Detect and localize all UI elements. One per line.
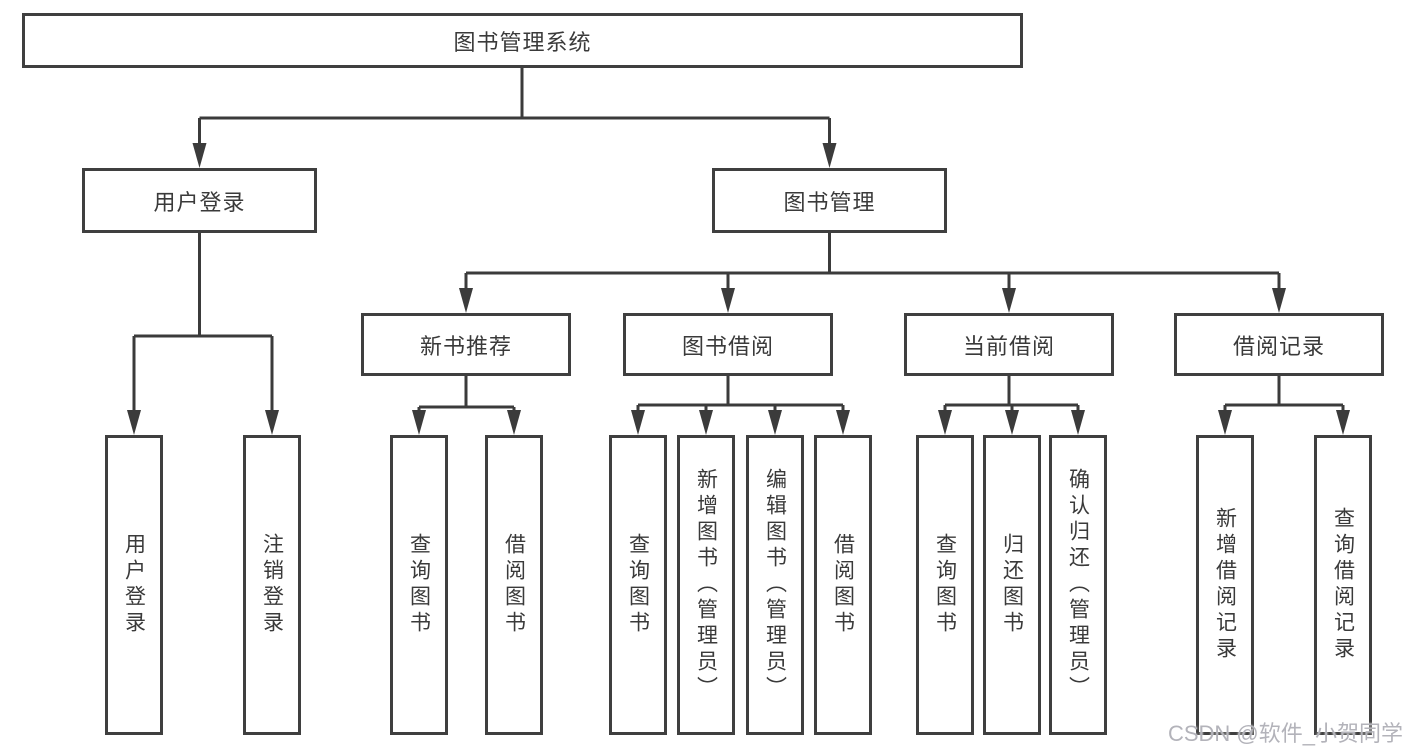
leaf-current-return-books: 归还图书 — [983, 435, 1041, 735]
leaf-record-add-record: 新增借阅记录 — [1196, 435, 1254, 735]
node-new-book-recommend-label: 新书推荐 — [419, 333, 512, 359]
leaf-current-query-books: 查询图书 — [916, 435, 974, 735]
leaf-current-confirm-return-admin: 确认归还（管理员） — [1049, 435, 1107, 735]
leaf-current-confirm-return-admin-label: 确认归还（管理员） — [1066, 468, 1090, 702]
leaf-borrow-add-books-admin-label: 新增图书（管理员） — [694, 468, 718, 702]
csdn-watermark: CSDN @软件_小贺同学 — [1167, 721, 1403, 746]
leaf-record-query-record: 查询借阅记录 — [1314, 435, 1372, 735]
node-book-management-label: 图书管理 — [783, 189, 876, 215]
node-book-borrow: 图书借阅 — [623, 313, 833, 376]
leaf-borrow-query-books-label: 查询图书 — [626, 533, 650, 637]
node-user-login-label: 用户登录 — [153, 189, 246, 215]
leaf-record-add-record-label: 新增借阅记录 — [1213, 507, 1237, 663]
leaf-current-return-books-label: 归还图书 — [1000, 533, 1024, 637]
leaf-recommend-query-books: 查询图书 — [390, 435, 448, 735]
node-current-borrow-label: 当前借阅 — [962, 333, 1055, 359]
leaf-logout: 注销登录 — [243, 435, 301, 735]
leaf-borrow-edit-books-admin: 编辑图书（管理员） — [746, 435, 804, 735]
node-book-borrow-label: 图书借阅 — [681, 333, 774, 359]
node-borrow-records: 借阅记录 — [1174, 313, 1384, 376]
node-user-login: 用户登录 — [82, 168, 317, 233]
node-borrow-records-label: 借阅记录 — [1232, 333, 1325, 359]
leaf-borrow-query-books: 查询图书 — [609, 435, 667, 735]
leaf-borrow-edit-books-admin-label: 编辑图书（管理员） — [763, 468, 787, 702]
node-new-book-recommend: 新书推荐 — [361, 313, 571, 376]
leaf-recommend-borrow-books-label: 借阅图书 — [502, 533, 526, 637]
node-book-management: 图书管理 — [712, 168, 947, 233]
leaf-user-login: 用户登录 — [105, 435, 163, 735]
node-root: 图书管理系统 — [22, 13, 1023, 68]
leaf-current-query-books-label: 查询图书 — [933, 533, 957, 637]
node-current-borrow: 当前借阅 — [904, 313, 1114, 376]
leaf-user-login-label: 用户登录 — [122, 533, 146, 637]
leaf-borrow-add-books-admin: 新增图书（管理员） — [677, 435, 735, 735]
leaf-borrow-borrow-books-label: 借阅图书 — [831, 533, 855, 637]
node-root-label: 图书管理系统 — [453, 29, 592, 55]
leaf-record-query-record-label: 查询借阅记录 — [1331, 507, 1355, 663]
leaf-recommend-query-books-label: 查询图书 — [407, 533, 431, 637]
leaf-recommend-borrow-books: 借阅图书 — [485, 435, 543, 735]
leaf-borrow-borrow-books: 借阅图书 — [814, 435, 872, 735]
leaf-logout-label: 注销登录 — [260, 533, 284, 637]
